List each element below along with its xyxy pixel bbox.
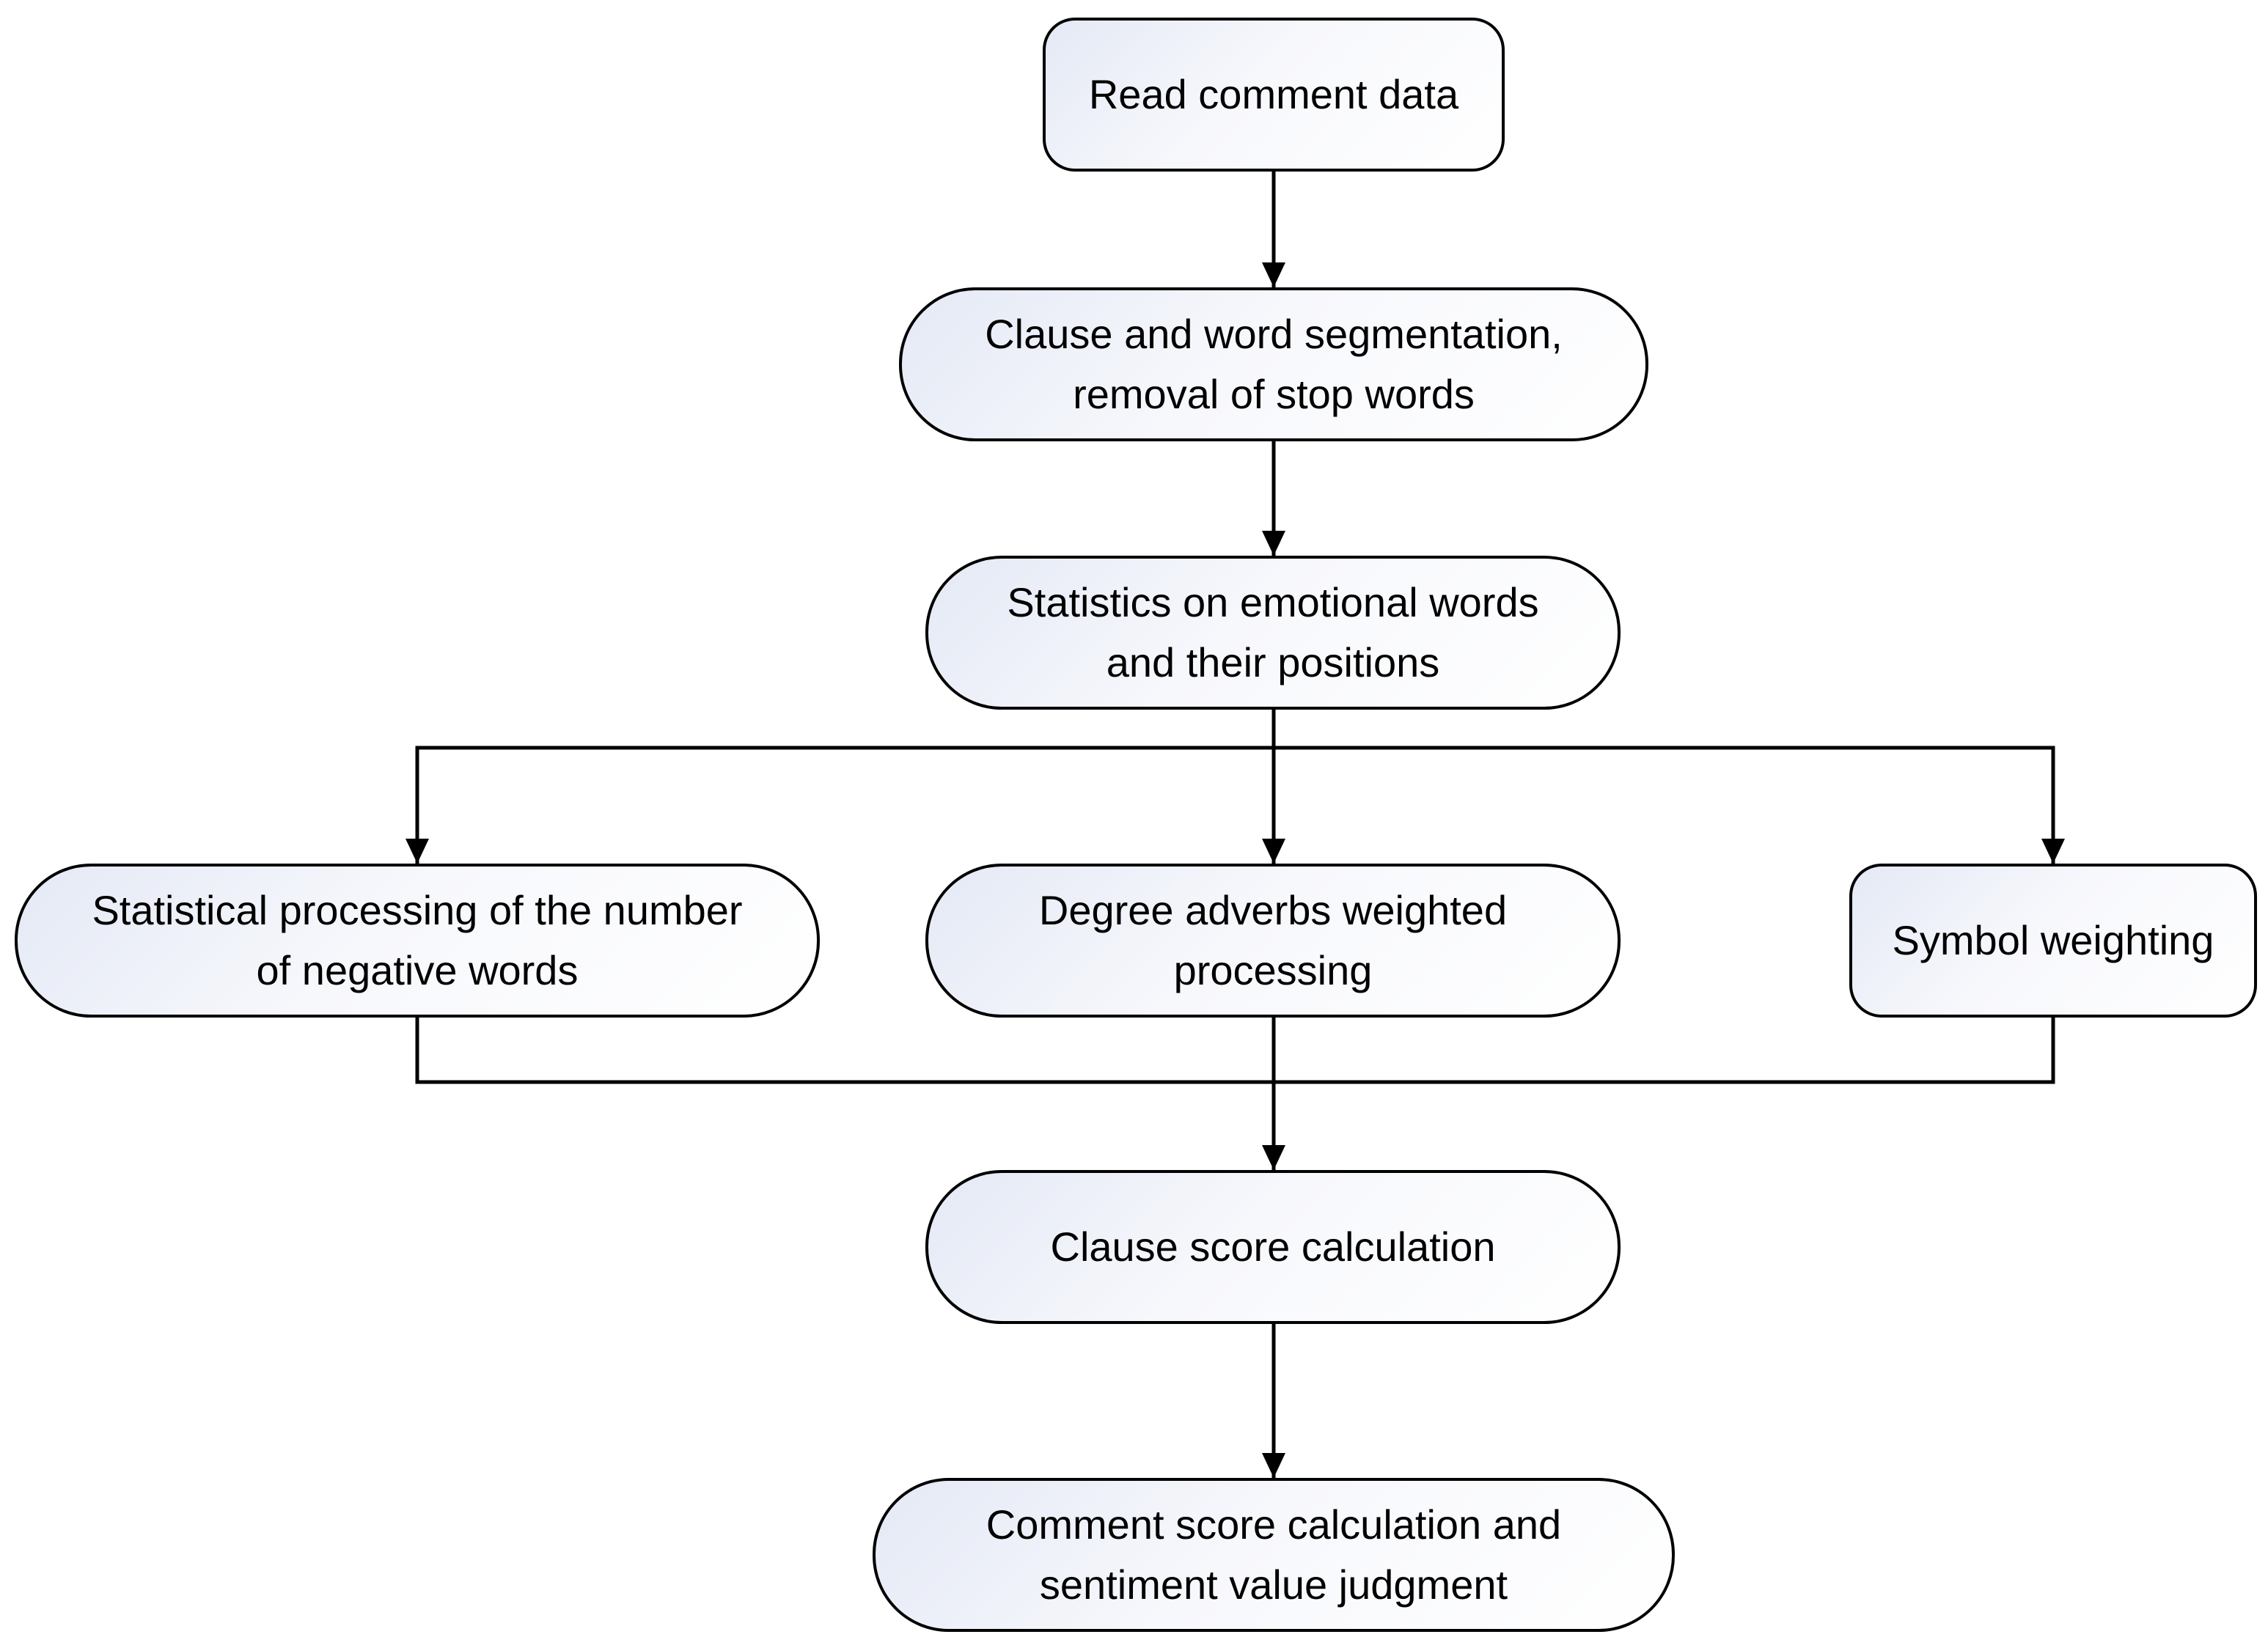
edge-symbol-to-clause_score [1271,1018,2055,1170]
arrowhead-into-symbol [2041,839,2065,864]
node-label-line: Comment score calculation and [986,1501,1562,1548]
node-label-line: Degree adverbs weighted [1038,887,1508,933]
node-label-line: processing [1173,947,1373,993]
node-label-line: Symbol weighting [1892,917,2214,963]
arrowhead-into-statistics [1262,531,1285,556]
node-label-line: Clause and word segmentation, [985,311,1563,357]
arrowhead-into-comment_score [1262,1453,1285,1478]
node-label-line: Statistics on emotional words [1007,579,1539,625]
node-label-line: and their positions [1106,639,1440,685]
edge-negative-to-clause_score [415,1018,1276,1170]
edge-statistics-to-negative [415,710,1276,864]
node-negative-words-processing: Statistical processing of the number of … [15,864,820,1018]
node-clause-word-segmentation: Clause and word segmentation, removal of… [899,287,1648,441]
node-label-line: of negative words [256,947,579,993]
node-statistics-emotional-words: Statistics on emotional words and their … [925,556,1621,710]
node-read-comment-data: Read comment data [1043,18,1505,172]
node-clause-score-calculation: Clause score calculation [925,1170,1621,1324]
node-label-line: removal of stop words [1073,371,1475,417]
arrowhead-into-negative [405,839,429,864]
node-label-line: Read comment data [1088,71,1459,117]
node-degree-adverbs-weighting: Degree adverbs weighted processing [925,864,1621,1018]
node-label-line: sentiment value judgment [1039,1561,1508,1608]
node-symbol-weighting: Symbol weighting [1849,864,2257,1018]
edge-statistics-to-symbol [1271,710,2055,864]
arrowhead-into-degree [1262,839,1285,864]
node-label-line: Clause score calculation [1050,1224,1496,1270]
node-comment-score-calculation: Comment score calculation and sentiment … [873,1478,1675,1632]
arrowhead-into-segmentation [1262,262,1285,287]
node-label-line: Statistical processing of the number [92,887,743,933]
arrowhead-into-clause_score [1262,1145,1285,1170]
